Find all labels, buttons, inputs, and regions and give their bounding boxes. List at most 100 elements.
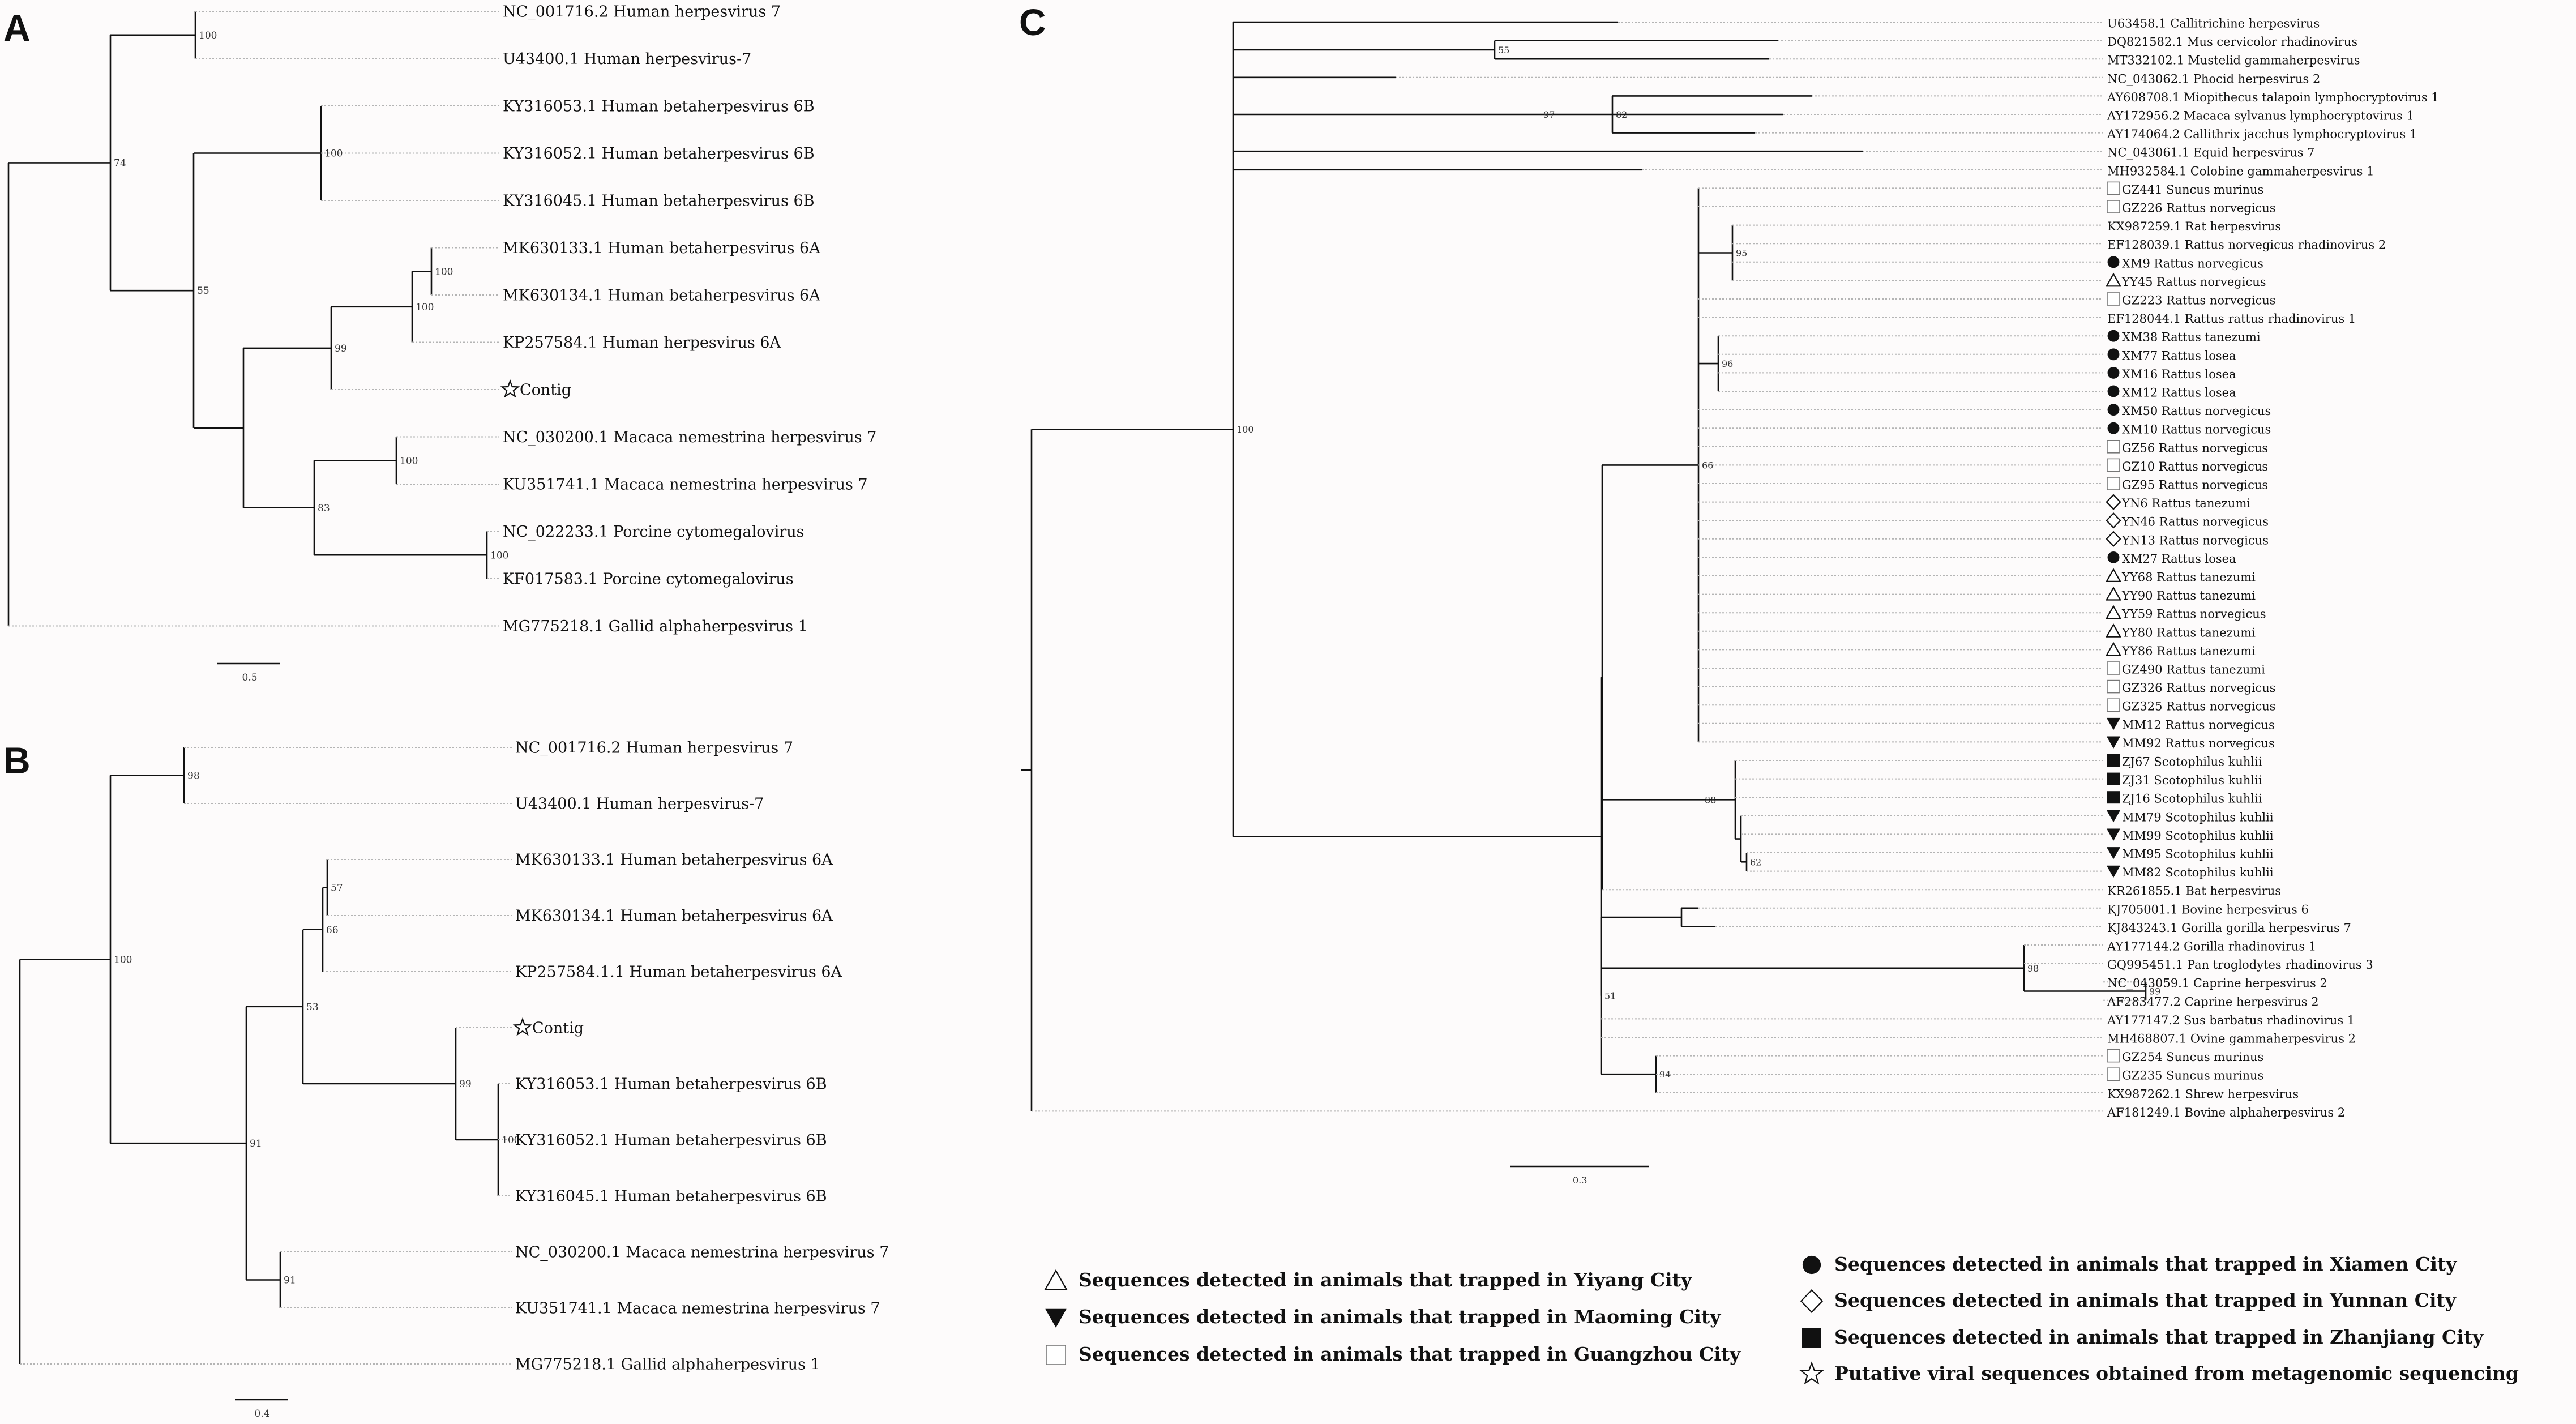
triangle-legend-icon: [1044, 1269, 1068, 1290]
circle-marker-icon: [2107, 385, 2120, 397]
taxon-label: NC_001716.2 Human herpesvirus 7: [515, 739, 793, 756]
taxon-label: AY174064.2 Callithrix jacchus lymphocryp…: [2107, 127, 2417, 141]
taxon-label: MH468807.1 Ovine gammaherpesvirus 2: [2107, 1032, 2356, 1045]
diamond-legend-icon: [1800, 1289, 1824, 1314]
triangle-marker-icon: [2106, 642, 2121, 656]
taxon-label: KY316053.1 Human betaherpesvirus 6B: [515, 1075, 827, 1093]
square-legend-icon: [1046, 1345, 1066, 1365]
invtriangle-marker-icon: [2106, 736, 2121, 749]
circle-marker-icon: [2107, 366, 2120, 379]
bootstrap-value: 99: [2149, 986, 2160, 997]
invtriangle-legend-icon: [1045, 1308, 1067, 1328]
invtriangle-marker-icon: [2106, 865, 2121, 878]
scale-bar-label: 0.3: [1573, 1175, 1587, 1186]
taxon-label: KP257584.1 Human herpesvirus 6A: [503, 334, 781, 352]
taxon-label: YN6 Rattus tanezumi: [2121, 497, 2250, 510]
circle-legend-icon: [1802, 1255, 1821, 1275]
invtriangle-marker-icon: [2106, 717, 2121, 730]
taxon-label: MG775218.1 Gallid alphaherpesvirus 1: [503, 618, 808, 635]
square-marker-icon: [2107, 292, 2120, 306]
star-marker-icon: [500, 379, 520, 398]
taxon-label: Contig: [532, 1019, 584, 1037]
square-marker-icon: [2107, 181, 2120, 195]
taxon-label: GZ325 Rattus norvegicus: [2122, 700, 2276, 713]
taxon-label: Contig: [520, 381, 571, 399]
square-marker-icon: [2107, 679, 2120, 694]
taxon-label: YY80 Rattus tanezumi: [2121, 626, 2256, 639]
taxon-label: KY316052.1 Human betaherpesvirus 6B: [515, 1131, 827, 1149]
taxon-label: ZJ16 Scotophilus kuhlii: [2122, 792, 2262, 806]
taxon-label: EF128044.1 Rattus rattus rhadinovirus 1: [2107, 312, 2356, 326]
taxon-label: XM9 Rattus norvegicus: [2122, 256, 2263, 270]
taxon-label: NC_030200.1 Macaca nemestrina herpesviru…: [503, 429, 876, 446]
bootstrap-value: 100: [1236, 424, 1254, 435]
taxon-label: YY45 Rattus norvegicus: [2121, 275, 2266, 289]
taxon-label: EF128039.1 Rattus norvegicus rhadinoviru…: [2107, 238, 2386, 252]
taxon-label: XM38 Rattus tanezumi: [2122, 331, 2261, 344]
taxon-label: GZ235 Suncus murinus: [2122, 1069, 2263, 1083]
taxon-label: MH932584.1 Colobine gammaherpesvirus 1: [2107, 164, 2374, 178]
taxon-label: YY86 Rattus tanezumi: [2121, 644, 2256, 658]
bootstrap-value: 55: [1498, 45, 1509, 55]
taxon-label: YY59 Rattus norvegicus: [2121, 608, 2266, 621]
bootstrap-value: 100: [416, 302, 434, 313]
taxon-label: MM79 Scotophilus kuhlii: [2122, 810, 2274, 824]
legend-entry-label: Sequences detected in animals that trapp…: [1079, 1343, 1741, 1365]
bootstrap-value: 100: [199, 30, 217, 41]
invtriangle-marker-icon: [2106, 828, 2121, 841]
square-marker-icon: [2107, 698, 2120, 712]
taxon-label: MM12 Rattus norvegicus: [2122, 718, 2275, 732]
taxon-label: AY608708.1 Miopithecus talapoin lymphocr…: [2107, 91, 2439, 104]
triangle-marker-icon: [2106, 605, 2121, 619]
bootstrap-value: 66: [326, 925, 339, 936]
taxon-label: U43400.1 Human herpesvirus-7: [503, 50, 751, 68]
taxon-label: YN13 Rattus norvegicus: [2121, 533, 2269, 547]
filledsquare-marker-icon: [2107, 772, 2120, 785]
taxon-label: GZ254 Suncus murinus: [2122, 1050, 2263, 1064]
invtriangle-marker-icon: [2106, 847, 2121, 859]
taxon-label: GQ995451.1 Pan troglodytes rhadinovirus …: [2107, 958, 2373, 972]
taxon-label: GZ95 Rattus norvegicus: [2122, 478, 2268, 491]
bootstrap-value: 66: [1702, 460, 1713, 471]
taxon-label: KU351741.1 Macaca nemestrina herpesvirus…: [503, 476, 868, 493]
diamond-marker-icon: [2106, 494, 2121, 510]
taxon-label: U43400.1 Human herpesvirus-7: [515, 795, 764, 813]
bootstrap-value: 99: [335, 343, 347, 354]
legend-entry-label: Sequences detected in animals that trapp…: [1834, 1253, 2457, 1275]
taxon-label: MM92 Rattus norvegicus: [2122, 737, 2275, 750]
taxon-label: GZ223 Rattus norvegicus: [2122, 293, 2276, 307]
triangle-marker-icon: [2106, 272, 2121, 287]
triangle-marker-icon: [2106, 586, 2121, 601]
bootstrap-value: 98: [187, 771, 200, 782]
taxon-label: GZ56 Rattus norvegicus: [2122, 441, 2268, 455]
taxon-label: MK630133.1 Human betaherpesvirus 6A: [515, 851, 833, 869]
circle-marker-icon: [2107, 348, 2120, 361]
bootstrap-value: 55: [197, 285, 209, 297]
bootstrap-value: 95: [1736, 248, 1747, 259]
taxon-label: MG775218.1 Gallid alphaherpesvirus 1: [515, 1355, 820, 1373]
circle-marker-icon: [2107, 330, 2120, 342]
taxon-label: KJ843243.1 Gorilla gorilla herpesvirus 7: [2107, 921, 2351, 935]
square-marker-icon: [2107, 439, 2120, 454]
taxon-label: GZ226 Rattus norvegicus: [2122, 201, 2276, 215]
filledsquare-marker-icon: [2107, 754, 2120, 767]
taxon-label: XM12 Rattus losea: [2122, 386, 2236, 399]
square-marker-icon: [2107, 477, 2120, 490]
invtriangle-marker-icon: [2106, 810, 2121, 823]
taxon-label: KJ705001.1 Bovine herpesvirus 6: [2107, 903, 2309, 916]
legend-entry-label: Putative viral sequences obtained from m…: [1834, 1362, 2519, 1384]
taxon-label: XM10 Rattus norvegicus: [2122, 423, 2271, 437]
taxon-label: AF283477.2 Caprine herpesvirus 2: [2107, 995, 2319, 1008]
taxon-label: AF181249.1 Bovine alphaherpesvirus 2: [2107, 1106, 2345, 1119]
diamond-marker-icon: [2106, 512, 2121, 529]
taxon-label: YY90 Rattus tanezumi: [2121, 589, 2256, 602]
bootstrap-value: 91: [250, 1138, 262, 1149]
taxon-label: MM95 Scotophilus kuhlii: [2122, 847, 2274, 861]
taxon-label: AY177147.2 Sus barbatus rhadinovirus 1: [2107, 1014, 2355, 1027]
bootstrap-value: 91: [284, 1275, 296, 1286]
bootstrap-value: 94: [1659, 1069, 1671, 1080]
bootstrap-value: 98: [2027, 963, 2039, 974]
